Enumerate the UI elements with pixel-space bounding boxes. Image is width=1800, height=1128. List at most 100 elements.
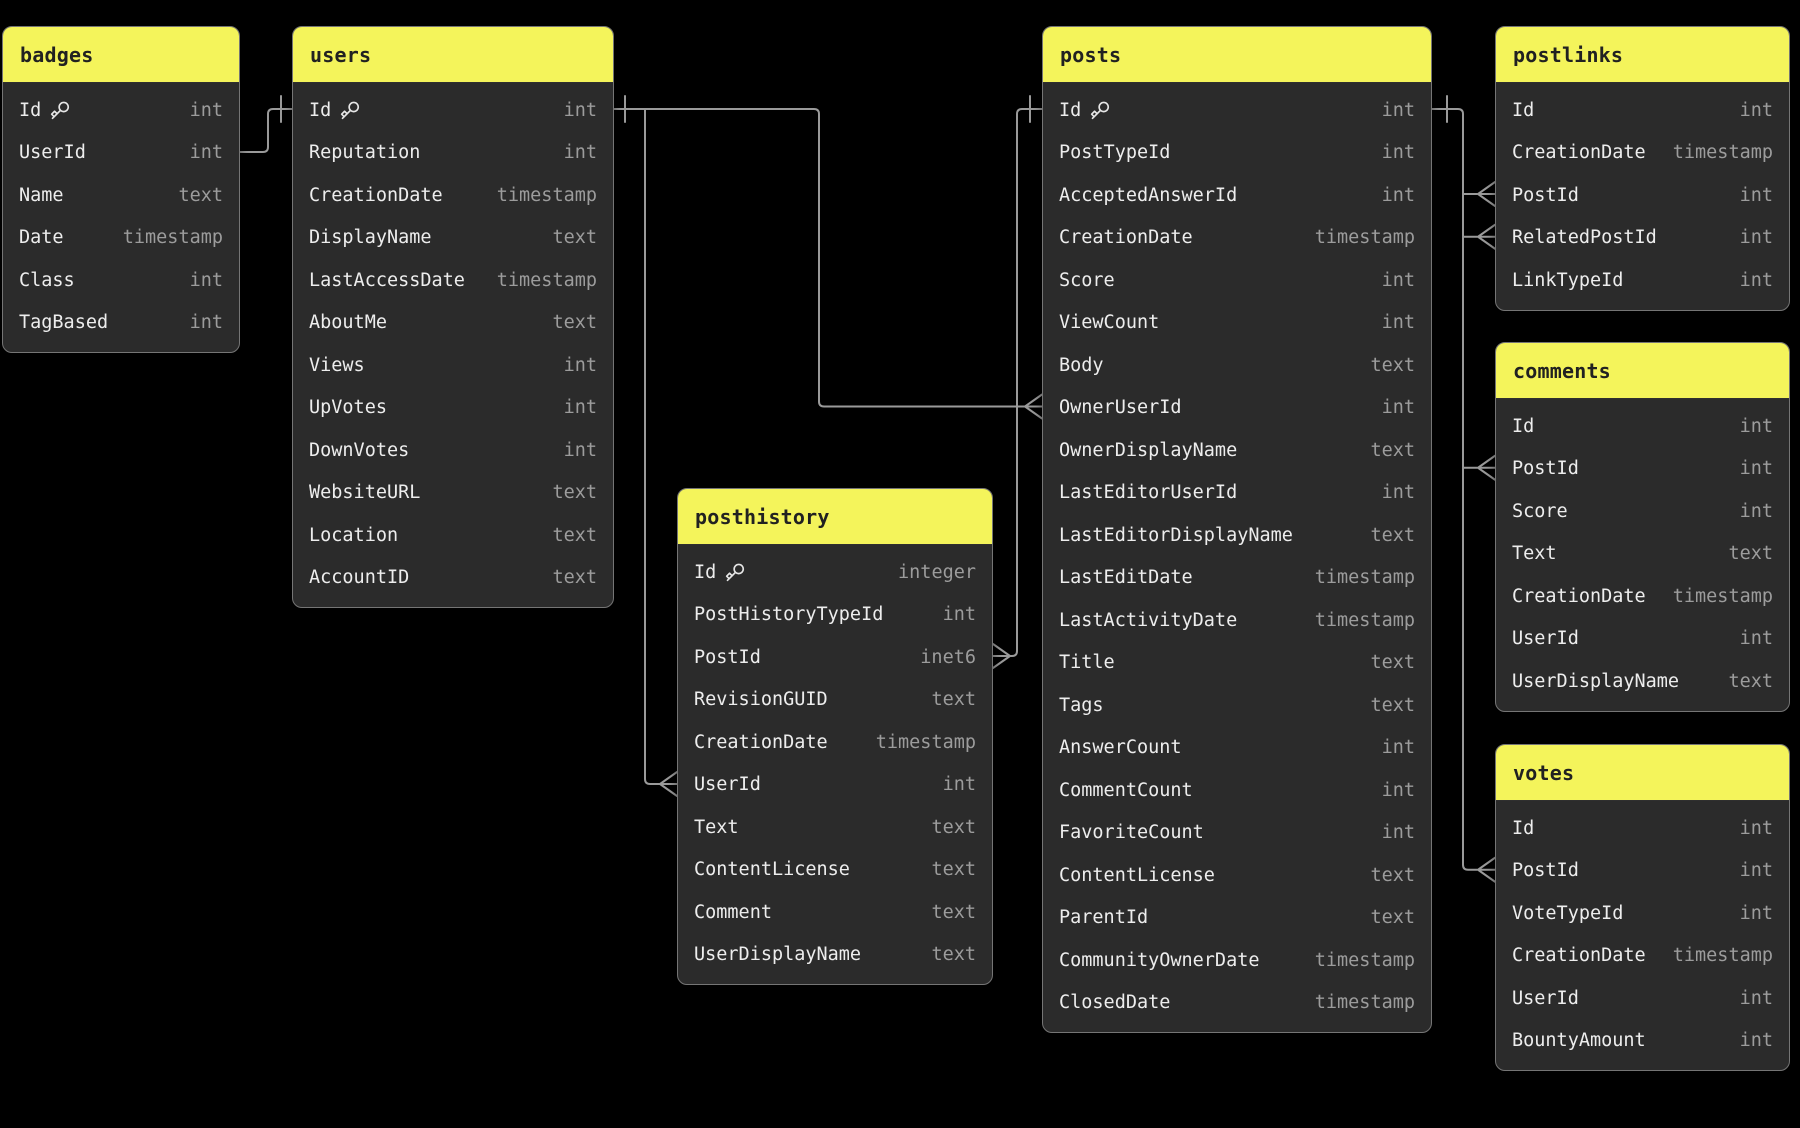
field-row-users-DownVotes[interactable]: DownVotes int — [293, 429, 613, 472]
field-row-posts-PostTypeId[interactable]: PostTypeId int — [1043, 132, 1431, 175]
field-row-comments-Score[interactable]: Score int — [1496, 490, 1789, 533]
field-row-badges-Name[interactable]: Name text — [3, 174, 239, 217]
field-row-postlinks-RelatedPostId[interactable]: RelatedPostId int — [1496, 217, 1789, 260]
field-name-label: Score — [1512, 500, 1568, 522]
table-header[interactable]: comments — [1496, 343, 1789, 399]
field-row-postlinks-CreationDate[interactable]: CreationDate timestamp — [1496, 132, 1789, 175]
field-type-label: int — [1381, 822, 1415, 844]
field-type-label: timestamp — [1672, 945, 1773, 967]
field-row-posts-ParentId[interactable]: ParentId text — [1043, 897, 1431, 940]
field-row-votes-BountyAmount[interactable]: BountyAmount int — [1496, 1020, 1789, 1063]
field-row-badges-TagBased[interactable]: TagBased int — [3, 302, 239, 345]
field-row-posts-ContentLicense[interactable]: ContentLicense text — [1043, 854, 1431, 897]
field-row-users-Location[interactable]: Location text — [293, 514, 613, 557]
relationship-line-fk-badges-userid — [239, 108, 293, 153]
field-row-comments-CreationDate[interactable]: CreationDate timestamp — [1496, 575, 1789, 618]
field-name-label: Text — [694, 816, 739, 838]
field-row-posts-Score[interactable]: Score int — [1043, 259, 1431, 302]
field-row-comments-Id[interactable]: Id int — [1496, 405, 1789, 448]
field-row-votes-UserId[interactable]: UserId int — [1496, 977, 1789, 1020]
field-row-posthistory-CreationDate[interactable]: CreationDate timestamp — [678, 721, 992, 764]
field-row-votes-CreationDate[interactable]: CreationDate timestamp — [1496, 935, 1789, 978]
field-row-posts-CommunityOwnerDate[interactable]: CommunityOwnerDate timestamp — [1043, 939, 1431, 982]
field-row-posts-OwnerDisplayName[interactable]: OwnerDisplayName text — [1043, 429, 1431, 472]
field-row-votes-VoteTypeId[interactable]: VoteTypeId int — [1496, 892, 1789, 935]
field-name-label: Date — [19, 227, 64, 249]
field-row-badges-UserId[interactable]: UserId int — [3, 132, 239, 175]
field-type-label: int — [1739, 227, 1773, 249]
field-row-posts-LastActivityDate[interactable]: LastActivityDate timestamp — [1043, 599, 1431, 642]
relationship-line-fk-posthistory-userid — [644, 108, 662, 785]
field-row-users-Reputation[interactable]: Reputation int — [293, 132, 613, 175]
many-cardinality-crowfoot-fk-right-group — [1477, 223, 1496, 250]
field-row-posthistory-RevisionGUID[interactable]: RevisionGUID text — [678, 679, 992, 722]
field-row-users-AboutMe[interactable]: AboutMe text — [293, 302, 613, 345]
table-header[interactable]: badges — [3, 27, 239, 83]
field-row-users-Id[interactable]: Id int — [293, 89, 613, 132]
field-row-posts-Id[interactable]: Id int — [1043, 89, 1431, 132]
field-row-posthistory-PostId[interactable]: PostId inet6 — [678, 636, 992, 679]
table-comments[interactable]: comments Id int PostId int Score int Tex… — [1495, 342, 1790, 712]
field-row-posthistory-PostHistoryTypeId[interactable]: PostHistoryTypeId int — [678, 594, 992, 637]
field-row-users-WebsiteURL[interactable]: WebsiteURL text — [293, 472, 613, 515]
table-header[interactable]: users — [293, 27, 613, 83]
table-postlinks[interactable]: postlinks Id int CreationDate timestamp … — [1495, 26, 1790, 311]
field-row-posts-LastEditorDisplayName[interactable]: LastEditorDisplayName text — [1043, 514, 1431, 557]
field-name-label: CreationDate — [309, 184, 443, 206]
table-header[interactable]: posthistory — [678, 489, 992, 545]
field-row-comments-UserId[interactable]: UserId int — [1496, 618, 1789, 661]
field-row-posts-Tags[interactable]: Tags text — [1043, 684, 1431, 727]
field-row-users-LastAccessDate[interactable]: LastAccessDate timestamp — [293, 259, 613, 302]
table-header[interactable]: postlinks — [1496, 27, 1789, 83]
table-users[interactable]: users Id int Reputation int CreationDate… — [292, 26, 614, 608]
table-badges[interactable]: badges Id int UserId int Name text Date — [2, 26, 240, 353]
field-name-label: AccountID — [309, 567, 410, 589]
field-row-users-UpVotes[interactable]: UpVotes int — [293, 387, 613, 430]
field-row-posthistory-ContentLicense[interactable]: ContentLicense text — [678, 849, 992, 892]
field-row-posts-AcceptedAnswerId[interactable]: AcceptedAnswerId int — [1043, 174, 1431, 217]
many-cardinality-crowfoot-fk-posts-owneruserid — [1024, 393, 1043, 420]
field-row-posts-Title[interactable]: Title text — [1043, 642, 1431, 685]
field-row-comments-UserDisplayName[interactable]: UserDisplayName text — [1496, 660, 1789, 703]
field-row-posts-Body[interactable]: Body text — [1043, 344, 1431, 387]
field-row-users-CreationDate[interactable]: CreationDate timestamp — [293, 174, 613, 217]
field-row-comments-Text[interactable]: Text text — [1496, 533, 1789, 576]
field-row-postlinks-LinkTypeId[interactable]: LinkTypeId int — [1496, 259, 1789, 302]
field-row-postlinks-Id[interactable]: Id int — [1496, 89, 1789, 132]
field-name-label: RelatedPostId — [1512, 227, 1657, 249]
field-row-posts-FavoriteCount[interactable]: FavoriteCount int — [1043, 812, 1431, 855]
field-type-label: text — [931, 816, 976, 838]
field-type-label: int — [1739, 1030, 1773, 1052]
field-row-posts-AnswerCount[interactable]: AnswerCount int — [1043, 727, 1431, 770]
field-row-posts-CommentCount[interactable]: CommentCount int — [1043, 769, 1431, 812]
table-votes[interactable]: votes Id int PostId int VoteTypeId int C… — [1495, 744, 1790, 1071]
field-row-posts-OwnerUserId[interactable]: OwnerUserId int — [1043, 387, 1431, 430]
field-row-comments-PostId[interactable]: PostId int — [1496, 448, 1789, 491]
field-type-label: int — [1739, 902, 1773, 924]
field-row-posts-CreationDate[interactable]: CreationDate timestamp — [1043, 217, 1431, 260]
field-row-postlinks-PostId[interactable]: PostId int — [1496, 174, 1789, 217]
field-row-posthistory-Text[interactable]: Text text — [678, 806, 992, 849]
table-posts[interactable]: posts Id int PostTypeId int AcceptedAnsw… — [1042, 26, 1432, 1033]
field-row-posthistory-UserId[interactable]: UserId int — [678, 764, 992, 807]
field-row-users-Views[interactable]: Views int — [293, 344, 613, 387]
field-row-users-DisplayName[interactable]: DisplayName text — [293, 217, 613, 260]
table-posthistory[interactable]: posthistory Id integer PostHistoryTypeId… — [677, 488, 993, 985]
table-header[interactable]: posts — [1043, 27, 1431, 83]
field-row-posts-LastEditorUserId[interactable]: LastEditorUserId int — [1043, 472, 1431, 515]
field-row-posthistory-Comment[interactable]: Comment text — [678, 891, 992, 934]
field-row-votes-Id[interactable]: Id int — [1496, 807, 1789, 850]
field-row-votes-PostId[interactable]: PostId int — [1496, 850, 1789, 893]
field-row-posthistory-Id[interactable]: Id integer — [678, 551, 992, 594]
field-row-badges-Class[interactable]: Class int — [3, 259, 239, 302]
field-row-posts-ClosedDate[interactable]: ClosedDate timestamp — [1043, 982, 1431, 1025]
field-row-badges-Date[interactable]: Date timestamp — [3, 217, 239, 260]
field-row-posts-LastEditDate[interactable]: LastEditDate timestamp — [1043, 557, 1431, 600]
field-row-posthistory-UserDisplayName[interactable]: UserDisplayName text — [678, 934, 992, 977]
table-header[interactable]: votes — [1496, 745, 1789, 801]
field-type-label: int — [1381, 142, 1415, 164]
field-row-badges-Id[interactable]: Id int — [3, 89, 239, 132]
field-row-users-AccountID[interactable]: AccountID text — [293, 557, 613, 600]
field-row-posts-ViewCount[interactable]: ViewCount int — [1043, 302, 1431, 345]
